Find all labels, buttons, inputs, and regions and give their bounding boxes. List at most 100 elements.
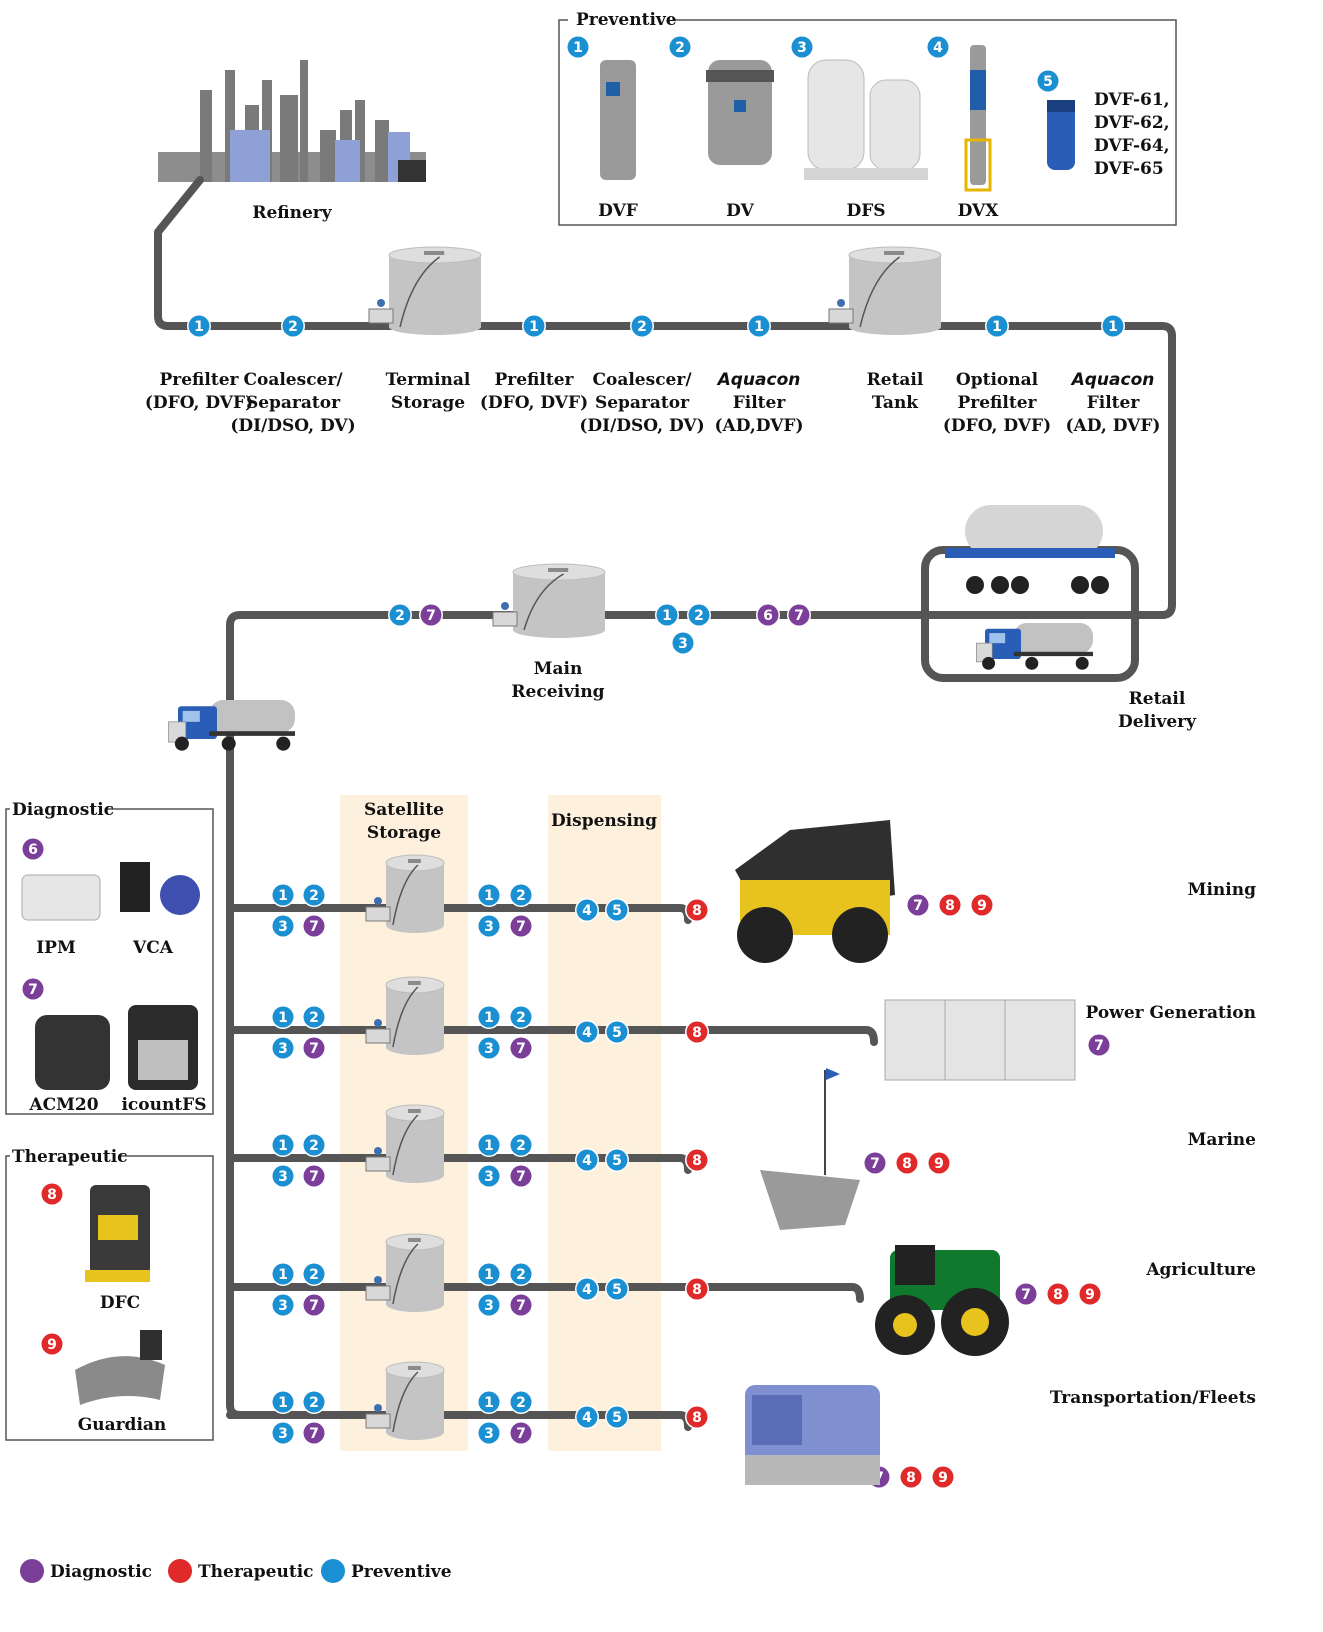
badge-preventive-1: 1	[747, 314, 771, 338]
badge-preventive-3: 3	[477, 1036, 501, 1060]
badge-preventive-1: 1	[985, 314, 1009, 338]
badge-number: 1	[194, 319, 204, 335]
badge-disc	[788, 604, 810, 626]
badge-disc	[510, 1391, 532, 1413]
legend-swatch	[18, 1557, 46, 1585]
badge-preventive-3: 3	[477, 914, 501, 938]
badge-disc	[1102, 315, 1124, 337]
badge-disc	[686, 1149, 708, 1171]
valve-icon	[365, 906, 391, 922]
badge-number: 5	[612, 1282, 622, 1298]
badge-therapeutic-8: 8	[40, 1182, 64, 1206]
badge-disc	[303, 915, 325, 937]
product-image-dvf	[600, 60, 636, 180]
badge-disc	[791, 36, 813, 58]
badge-disc	[303, 1422, 325, 1444]
badge-preventive-2: 2	[388, 603, 412, 627]
badge-therapeutic-8: 8	[1046, 1282, 1070, 1306]
badge-preventive-1: 1	[271, 1390, 295, 1414]
product-image-dv	[706, 60, 774, 165]
badge-disc	[389, 604, 411, 626]
badge-number: 8	[692, 1410, 702, 1426]
badge-therapeutic-8: 8	[685, 1020, 709, 1044]
badge-disc	[272, 1037, 294, 1059]
badge-number: 9	[938, 1470, 948, 1486]
badge-disc	[303, 1294, 325, 1316]
badge-number: 8	[47, 1187, 57, 1203]
badge-number: 3	[278, 1426, 288, 1442]
wheel	[982, 656, 996, 670]
badge-number: 2	[516, 888, 526, 904]
badge-therapeutic-8: 8	[895, 1151, 919, 1175]
badge-disc	[272, 1006, 294, 1028]
wheel	[276, 736, 291, 751]
badge-number: 7	[516, 919, 526, 935]
badge-disc	[688, 604, 710, 626]
badge-disc	[576, 1021, 598, 1043]
product-name-dvf: DVF	[598, 201, 638, 221]
badge-preventive-1: 1	[477, 883, 501, 907]
badge-disc	[932, 1466, 954, 1488]
badge-preventive-1: 1	[271, 1262, 295, 1286]
badge-preventive-1: 1	[271, 1005, 295, 1029]
badge-disc	[1079, 1283, 1101, 1305]
satellite-tank-icon	[365, 1233, 445, 1312]
badge-number: 6	[28, 842, 38, 858]
badge-disc	[510, 1037, 532, 1059]
badge-therapeutic-9: 9	[970, 893, 994, 917]
badge-number: 3	[797, 40, 807, 56]
product-name-dvf-series: DVF-61,DVF-62,DVF-64,DVF-65	[1094, 90, 1170, 179]
badge-disc	[510, 884, 532, 906]
badge-disc	[1037, 70, 1059, 92]
badge-preventive-5: 5	[605, 898, 629, 922]
badge-disc	[188, 315, 210, 337]
badge-disc	[41, 1183, 63, 1205]
badge-preventive-3: 3	[477, 1421, 501, 1445]
badge-number: 8	[692, 1282, 702, 1298]
badge-number: 7	[309, 1041, 319, 1057]
badge-number: 5	[1043, 74, 1053, 90]
badge-preventive-2: 2	[302, 1133, 326, 1157]
badge-number: 1	[484, 1395, 494, 1411]
diagnostic-products-box	[5, 808, 214, 1115]
badge-number: 2	[694, 608, 704, 624]
badge-disc	[303, 884, 325, 906]
badge-diagnostic-7: 7	[509, 1293, 533, 1317]
stage-label-2: Coalescer/Separator(DI/DSO, DV)	[230, 370, 355, 436]
badge-number: 9	[934, 1156, 944, 1172]
icountfs-label: icountFS	[121, 1095, 206, 1115]
badge-disc	[420, 604, 442, 626]
badge-number: 3	[484, 1426, 494, 1442]
badge-disc	[1088, 1034, 1110, 1056]
stage-label-4: Prefilter(DFO, DVF)	[480, 370, 588, 413]
agriculture-tractor-icon	[875, 1245, 1009, 1356]
badge-disc	[272, 1294, 294, 1316]
badge-disc	[272, 1263, 294, 1285]
badge-disc	[686, 899, 708, 921]
badge-number: 8	[692, 903, 702, 919]
marine-vessel-icon	[760, 1068, 860, 1230]
main-receiving-tank-icon	[492, 563, 606, 638]
badge-number: 3	[278, 1298, 288, 1314]
badge-preventive-1: 1	[1101, 314, 1125, 338]
badge-disc	[900, 1466, 922, 1488]
badge-number: 8	[906, 1470, 916, 1486]
badge-diagnostic-7: 7	[509, 1421, 533, 1445]
product-image-dvx	[964, 45, 992, 192]
badge-therapeutic-8: 8	[685, 898, 709, 922]
acm20-label: ACM20	[28, 1095, 98, 1115]
legend-item-therapeutic	[166, 1557, 194, 1585]
badge-preventive-4: 4	[575, 1020, 599, 1044]
badge-number: 4	[582, 1153, 592, 1169]
badge-number: 1	[278, 1267, 288, 1283]
wheel	[832, 907, 888, 963]
badge-preventive-5: 5	[1036, 69, 1060, 93]
badge-diagnostic-7: 7	[302, 1293, 326, 1317]
badge-number: 4	[582, 903, 592, 919]
badge-preventive-2: 2	[302, 1005, 326, 1029]
badge-preventive-2: 2	[630, 314, 654, 338]
badge-disc	[478, 915, 500, 937]
badge-number: 1	[278, 1395, 288, 1411]
